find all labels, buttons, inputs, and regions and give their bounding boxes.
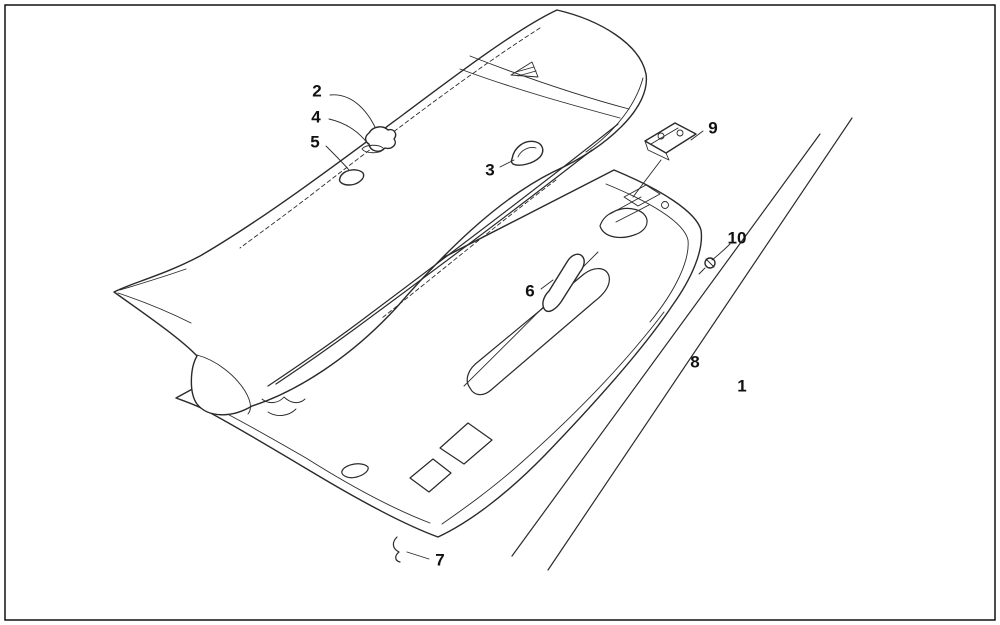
callout-3: 3	[485, 160, 495, 180]
small-parts	[338, 122, 716, 563]
leader-line-5	[325, 145, 350, 171]
pin-stem	[698, 267, 706, 275]
bracket-mount-line	[632, 159, 662, 198]
seat-seam-center	[267, 123, 619, 387]
pin-slot	[705, 258, 715, 268]
part-5-pad	[338, 169, 365, 186]
callout-6: 6	[525, 281, 535, 301]
leader-line-7	[406, 551, 430, 560]
leader-line-8	[511, 133, 821, 557]
base-oval-hole	[341, 463, 369, 479]
leader-line-2	[329, 94, 376, 128]
detail-line	[615, 204, 650, 223]
part-4-washer	[361, 144, 385, 154]
base-inner-rim-bottom	[207, 403, 431, 524]
detail-line	[650, 127, 679, 145]
base-slot-a	[439, 422, 493, 465]
detail-line	[609, 196, 642, 215]
bracket-tab	[644, 140, 670, 161]
seat-cushion	[113, 9, 648, 416]
figure-border	[4, 4, 996, 621]
callout-4: 4	[311, 107, 321, 127]
bracket-hole	[676, 129, 684, 137]
detail-line	[261, 396, 306, 404]
detail-line	[517, 70, 537, 77]
leader-line-9	[690, 130, 704, 141]
callout-7: 7	[435, 550, 445, 570]
callout-1: 1	[737, 376, 747, 396]
callout-8: 8	[690, 352, 700, 372]
part-2-knob	[364, 126, 397, 152]
seat-top-panel-line2	[459, 68, 621, 119]
seat-front-flap-boundary	[196, 354, 251, 415]
seat-seam-side	[275, 149, 593, 385]
detail-line	[267, 408, 297, 416]
part-9-bracket	[644, 122, 697, 154]
base-rear-hole	[661, 201, 669, 209]
part-7-hook	[392, 536, 401, 563]
base-central-opening	[466, 268, 610, 396]
base-mid-ridge	[441, 311, 665, 525]
brand-logo-mark	[510, 61, 539, 78]
base-slot-b	[409, 458, 452, 493]
base-inner-rim-right	[605, 183, 689, 323]
detail-line	[517, 147, 537, 158]
leader-lines	[325, 94, 731, 560]
seat-nose-line-bottom	[117, 292, 192, 324]
seat-nose-line-top	[119, 268, 187, 291]
leader-line-3	[499, 159, 515, 168]
leader-line-1	[547, 117, 853, 571]
callout-10: 10	[727, 228, 747, 248]
callout-2: 2	[312, 81, 322, 101]
leader-line-10	[711, 243, 731, 261]
leader-line-6	[540, 279, 554, 290]
seat-outline	[113, 9, 648, 416]
seat-right-edge-inner	[585, 77, 644, 153]
detail-line	[515, 66, 535, 73]
part-6-strap	[542, 253, 585, 313]
reference-lines	[511, 117, 853, 571]
callout-5: 5	[310, 132, 320, 152]
callout-9: 9	[708, 118, 718, 138]
leader-line-4	[328, 118, 369, 145]
seat-top-panel-line	[469, 55, 630, 110]
